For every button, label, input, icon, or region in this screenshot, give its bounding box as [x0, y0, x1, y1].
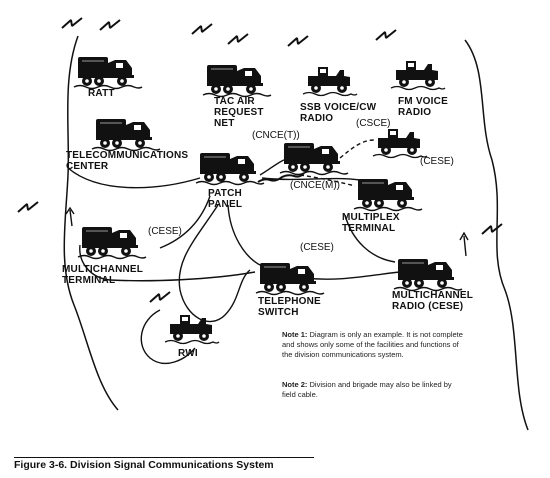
link-telecom-patch — [67, 167, 201, 189]
antenna-icon — [65, 206, 75, 227]
link-telswitch-left — [79, 244, 256, 282]
patch-ground-scribble — [257, 172, 305, 183]
fm-radio-jeep-icon — [390, 60, 446, 91]
link-patch-multichannel — [159, 195, 211, 249]
tag-csce: (CSCE) — [356, 118, 391, 129]
figure-caption: Figure 3-6. Division Signal Communicatio… — [14, 457, 314, 471]
note-1: Note 1: Diagram is only an example. It i… — [282, 330, 464, 360]
label-patch-panel: PATCH PANEL — [208, 188, 243, 210]
label-multichannel-terminal: MULTICHANNEL TERMINAL — [62, 264, 144, 286]
link-multiplex-radio — [344, 214, 396, 263]
link-cncet-csce — [339, 139, 375, 159]
note-2: Note 2: Division and brigade may also be… — [282, 380, 464, 400]
link-rwi-loop — [140, 309, 196, 364]
boundary-right — [464, 39, 529, 431]
radio-wave-icon — [287, 35, 309, 47]
link-patch-multiplex — [261, 177, 361, 181]
note-1-text: Diagram is only an example. It is not co… — [282, 330, 463, 359]
link-patch-telswitch — [227, 204, 263, 267]
radio-wave-icon — [149, 291, 171, 303]
radio-wave-icon — [227, 33, 249, 45]
label-ratt: RATT — [88, 88, 115, 99]
note-2-label: Note 2: — [282, 380, 308, 389]
boundary-left — [63, 35, 119, 411]
tac-air-truck-icon — [202, 64, 272, 98]
label-fm-radio: FM VOICE RADIO — [398, 96, 448, 118]
tag-cese-mid: (CESE) — [300, 242, 334, 253]
note-1-label: Note 1: — [282, 330, 308, 339]
ssb-radio-jeep-icon — [302, 66, 358, 97]
link-telswitch-radio — [304, 271, 401, 280]
radio-wave-icon — [191, 23, 213, 35]
radio-wave-icon — [481, 223, 503, 235]
radio-wave-icon — [99, 19, 121, 31]
tag-cnce-t: (CNCE(T)) — [252, 130, 300, 141]
label-tac-air: TAC AIR REQUEST NET — [214, 96, 264, 129]
label-multichannel-radio: MULTICHANNEL RADIO (CESE) — [392, 290, 474, 312]
antenna-icon — [459, 231, 469, 257]
label-ssb-radio: SSB VOICE/CW RADIO — [300, 102, 377, 124]
note-2-text: Division and brigade may also be linked … — [282, 380, 452, 399]
link-cncet-multiplex — [299, 174, 356, 187]
label-telecom-center: TELECOMMUNICATIONS CENTER — [66, 150, 189, 172]
tag-cese-right: (CESE) — [420, 156, 454, 167]
label-multiplex-terminal: MULTIPLEX TERMINAL — [342, 212, 400, 234]
cncet-truck-icon — [279, 142, 349, 176]
telephone-switch-truck-icon — [255, 262, 325, 296]
radio-wave-icon — [375, 29, 397, 41]
link-patch-rwi-loop — [178, 204, 251, 323]
multichannel-terminal-truck-icon — [77, 226, 147, 260]
patch-panel-truck-icon — [195, 152, 265, 186]
tag-cnce-m: (CNCE(M)) — [290, 180, 340, 191]
telecom-center-truck-icon — [91, 118, 161, 152]
csce-jeep-icon — [372, 128, 428, 159]
tag-cese-left: (CESE) — [148, 226, 182, 237]
rwi-jeep-icon — [164, 314, 220, 345]
radio-wave-icon — [61, 17, 83, 29]
multichannel-radio-truck-icon — [393, 258, 463, 292]
radio-wave-icon — [17, 201, 39, 213]
ratt-truck-icon — [73, 56, 143, 90]
connection-lines — [67, 139, 401, 364]
multiplex-truck-icon — [353, 178, 423, 212]
label-telephone-switch: TELEPHONE SWITCH — [258, 296, 321, 318]
label-rwi: RWI — [178, 348, 198, 359]
